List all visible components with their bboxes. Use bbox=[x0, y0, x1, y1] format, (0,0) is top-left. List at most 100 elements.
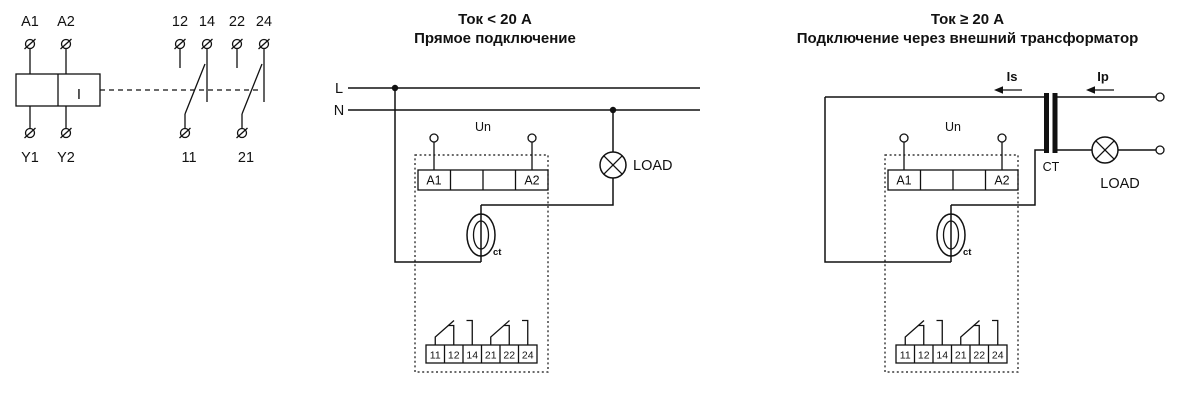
terminal-slash bbox=[236, 127, 248, 139]
un-terminal-circle bbox=[899, 133, 909, 143]
contact-label-12: 12 bbox=[172, 14, 188, 30]
supply-terminal-circle bbox=[1155, 145, 1165, 155]
secondary-current-label: Is bbox=[1007, 69, 1018, 84]
screw-terminal-icon-a2 bbox=[60, 38, 72, 50]
direct-title-line1: Ток < 20 А bbox=[458, 11, 532, 28]
device-terminal-diagram: A1 A2 I Y1 Y2 12 14 11 22 bbox=[15, 14, 272, 166]
internal-ct-label: ct bbox=[493, 247, 502, 258]
mini-contact-stub bbox=[503, 324, 510, 345]
output-terminal-label: 21 bbox=[485, 350, 497, 362]
output-terminal-label: 21 bbox=[955, 350, 967, 362]
output-terminal-label: 12 bbox=[448, 350, 460, 362]
output-terminal-label: 11 bbox=[900, 350, 911, 362]
direct-connection-title: Ток < 20 А Прямое подключение bbox=[330, 10, 660, 48]
mini-contact-stub bbox=[992, 319, 999, 345]
screw-terminal-icon-22 bbox=[231, 38, 243, 50]
terminal-slash bbox=[179, 127, 191, 139]
transformer-connection-title: Ток ≥ 20 А Подключение через внешний тра… bbox=[770, 10, 1165, 48]
screw-terminal-icon-y2 bbox=[60, 127, 72, 139]
lamp-cross bbox=[603, 155, 623, 175]
wire-live-to-ct bbox=[394, 88, 481, 263]
mini-contact-stub bbox=[448, 324, 455, 345]
external-ct-label: CT bbox=[1043, 160, 1060, 174]
ct-core-bar bbox=[1044, 93, 1049, 153]
terminal-slash bbox=[174, 38, 186, 50]
terminal-label-y1: Y1 bbox=[21, 150, 39, 166]
screw-terminal-icon-y1 bbox=[24, 127, 36, 139]
terminal-slash bbox=[231, 38, 243, 50]
mini-changeover-arm bbox=[490, 320, 510, 345]
un-terminal-circle bbox=[527, 133, 537, 143]
mini-changeover-arm bbox=[904, 320, 925, 345]
ct-core-bar bbox=[1052, 93, 1058, 153]
changeover-arm bbox=[241, 63, 263, 115]
primary-current-arrow-icon bbox=[1086, 86, 1114, 94]
input-terminal-label-a2: A2 bbox=[994, 174, 1009, 188]
live-label: L bbox=[335, 81, 343, 97]
mini-changeover-arm bbox=[960, 320, 980, 345]
output-terminal-label: 12 bbox=[918, 350, 930, 362]
contact-label-24: 24 bbox=[256, 14, 272, 30]
screw-terminal-icon-a1 bbox=[24, 38, 36, 50]
changeover-arm bbox=[184, 63, 206, 115]
terminal-slash bbox=[24, 127, 36, 139]
un-terminal-circle bbox=[429, 133, 439, 143]
terminal-label-y2: Y2 bbox=[57, 150, 75, 166]
junction-dot bbox=[391, 84, 399, 92]
screw-terminal-icon-14 bbox=[201, 38, 213, 50]
screw-terminal-icon-12 bbox=[174, 38, 186, 50]
output-terminal-label: 24 bbox=[522, 350, 534, 362]
output-terminal-label: 14 bbox=[936, 350, 948, 362]
direct-connection-diagram: L N Un A1 A2 ct LOAD 11 12 14 21 22 24 bbox=[334, 81, 700, 373]
external-ct-icon bbox=[1044, 93, 1058, 153]
terminal-slash bbox=[60, 38, 72, 50]
screw-terminal-icon-11 bbox=[179, 127, 191, 139]
secondary-current-arrow-icon bbox=[994, 86, 1022, 94]
input-terminal-label-a1: A1 bbox=[896, 174, 911, 188]
mini-contact-stub bbox=[936, 319, 943, 345]
arrow-left-head bbox=[994, 86, 1003, 94]
wire-ct-to-load bbox=[481, 178, 614, 206]
terminal-circle bbox=[179, 127, 191, 139]
transformer-title-line1: Ток ≥ 20 А bbox=[930, 11, 1005, 28]
un-terminal-circle bbox=[997, 133, 1007, 143]
terminal-slash bbox=[258, 38, 270, 50]
input-terminal-label-a1: A1 bbox=[426, 174, 441, 188]
current-sensing-mark: I bbox=[77, 86, 81, 103]
terminal-label-a2: A2 bbox=[57, 14, 75, 30]
screw-terminal-icon-21 bbox=[236, 127, 248, 139]
lamp-circle bbox=[599, 151, 627, 179]
neutral-label: N bbox=[334, 103, 344, 119]
output-terminal-label: 14 bbox=[466, 350, 478, 362]
lamp-cross bbox=[1095, 140, 1115, 160]
terminal-slash bbox=[60, 127, 72, 139]
output-terminal-label: 22 bbox=[503, 350, 515, 362]
output-terminal-label: 11 bbox=[430, 350, 441, 362]
screw-terminal-icon-24 bbox=[258, 38, 270, 50]
mini-contact-stub bbox=[522, 319, 529, 345]
primary-current-label: Ip bbox=[1097, 69, 1109, 84]
contact-label-14: 14 bbox=[199, 14, 215, 30]
secondary-left-wire bbox=[824, 97, 951, 263]
terminal-label-a1: A1 bbox=[21, 14, 39, 30]
supply-voltage-label: Un bbox=[945, 120, 961, 134]
mini-contact-stub bbox=[466, 319, 473, 345]
output-terminal-label: 22 bbox=[973, 350, 985, 362]
transformer-connection-diagram: Is Ip CT LOAD Un A1 A2 ct bbox=[824, 69, 1165, 373]
transformer-title-line2: Подключение через внешний трансформатор bbox=[796, 30, 1139, 47]
contact-label-22: 22 bbox=[229, 14, 245, 30]
terminal-circle bbox=[236, 127, 248, 139]
internal-ct-label: ct bbox=[963, 247, 972, 258]
direct-title-line2: Прямое подключение bbox=[414, 30, 576, 47]
secondary-return-wire bbox=[951, 149, 1044, 206]
terminal-circle bbox=[60, 127, 72, 139]
arrow-left-head bbox=[1086, 86, 1095, 94]
supply-terminal-circle bbox=[1155, 92, 1165, 102]
terminal-slash bbox=[24, 38, 36, 50]
output-terminal-label: 24 bbox=[992, 350, 1004, 362]
load-lamp-icon bbox=[1091, 136, 1119, 164]
contact-label-11: 11 bbox=[181, 150, 196, 166]
load-lamp-icon bbox=[599, 151, 627, 179]
load-label: LOAD bbox=[633, 158, 673, 174]
terminal-slash bbox=[201, 38, 213, 50]
